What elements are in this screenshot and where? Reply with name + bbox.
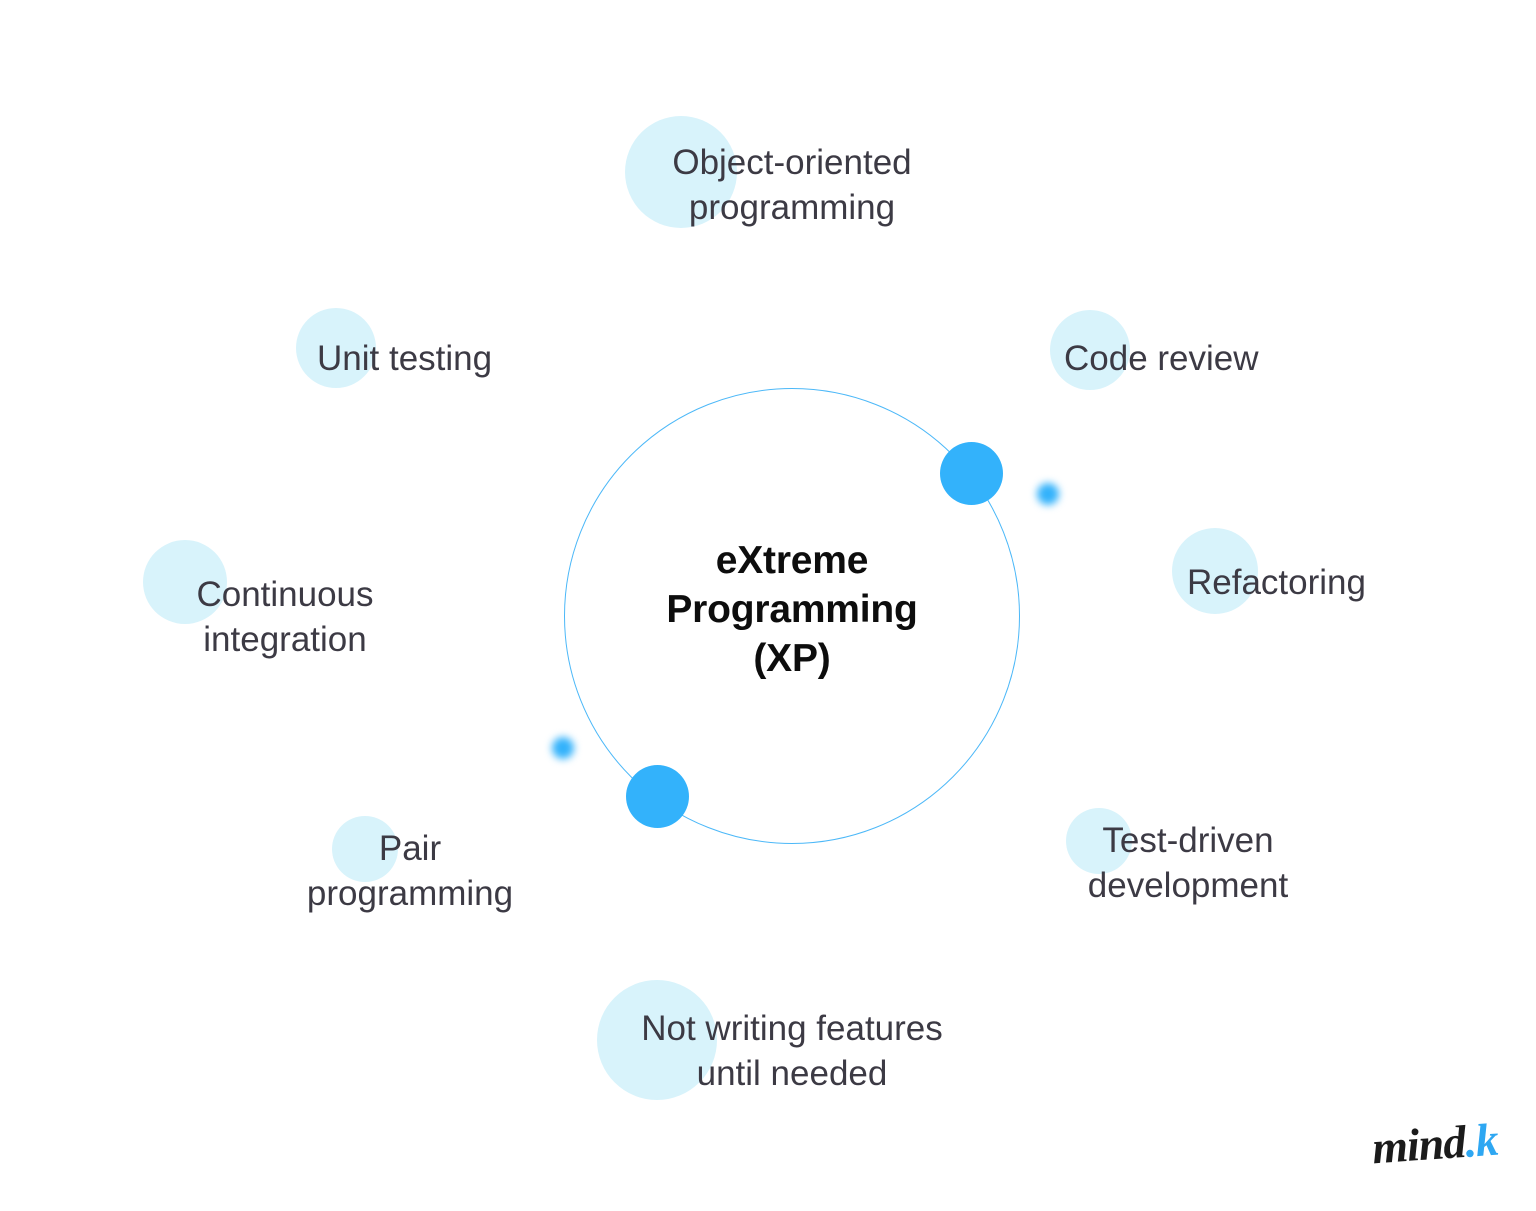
label-line: programming bbox=[306, 874, 514, 913]
ring-node-marker-top-right bbox=[940, 442, 1003, 505]
blob-not-writing-features-until-needed bbox=[597, 980, 717, 1100]
blob-continuous-integration bbox=[143, 540, 227, 624]
label-pair-programming[interactable]: Pair programming bbox=[230, 826, 590, 916]
label-line: Refactoring bbox=[1187, 563, 1366, 602]
label-line: development bbox=[1087, 866, 1289, 905]
label-line: until needed bbox=[696, 1054, 888, 1093]
ring-accent-dot-right bbox=[1037, 483, 1059, 505]
label-continuous-integration[interactable]: Continuous integration bbox=[100, 572, 470, 662]
blob-test-driven-development bbox=[1066, 808, 1132, 874]
label-refactoring[interactable]: Refactoring bbox=[1187, 560, 1517, 605]
label-line: integration bbox=[203, 620, 367, 659]
label-line: programming bbox=[688, 188, 896, 227]
label-test-driven-development[interactable]: Test-driven development bbox=[1008, 818, 1368, 908]
blob-pair-programming bbox=[332, 816, 398, 882]
label-line: Pair bbox=[378, 829, 442, 868]
orbit-ring bbox=[564, 388, 1020, 844]
brand-logo-name: mind bbox=[1370, 1115, 1467, 1174]
blob-code-review bbox=[1050, 310, 1130, 390]
label-line: Test-driven bbox=[1102, 821, 1274, 860]
ring-node-marker-bottom-left bbox=[626, 765, 689, 828]
ring-accent-dot-left bbox=[552, 737, 574, 759]
label-object-oriented-programming[interactable]: Object-oriented programming bbox=[592, 140, 992, 230]
label-line: Object-oriented bbox=[672, 143, 912, 182]
center-title: eXtreme Programming (XP) bbox=[592, 536, 992, 683]
center-title-line-3: (XP) bbox=[753, 637, 831, 680]
label-line: Unit testing bbox=[317, 339, 493, 378]
label-code-review[interactable]: Code review bbox=[1064, 336, 1394, 381]
label-line: Continuous bbox=[196, 575, 374, 614]
blob-object-oriented-programming bbox=[625, 116, 737, 228]
label-line: Code review bbox=[1064, 339, 1259, 378]
center-title-line-2: Programming bbox=[666, 588, 918, 631]
blob-unit-testing bbox=[296, 308, 376, 388]
brand-logo: mind.k bbox=[1370, 1114, 1499, 1175]
center-title-line-1: eXtreme bbox=[715, 539, 869, 582]
brand-logo-accent: .k bbox=[1463, 1113, 1500, 1167]
label-not-writing-features-until-needed[interactable]: Not writing features until needed bbox=[592, 1006, 992, 1096]
label-unit-testing[interactable]: Unit testing bbox=[317, 336, 637, 381]
label-line: Not writing features bbox=[641, 1009, 943, 1048]
blob-refactoring bbox=[1172, 528, 1258, 614]
